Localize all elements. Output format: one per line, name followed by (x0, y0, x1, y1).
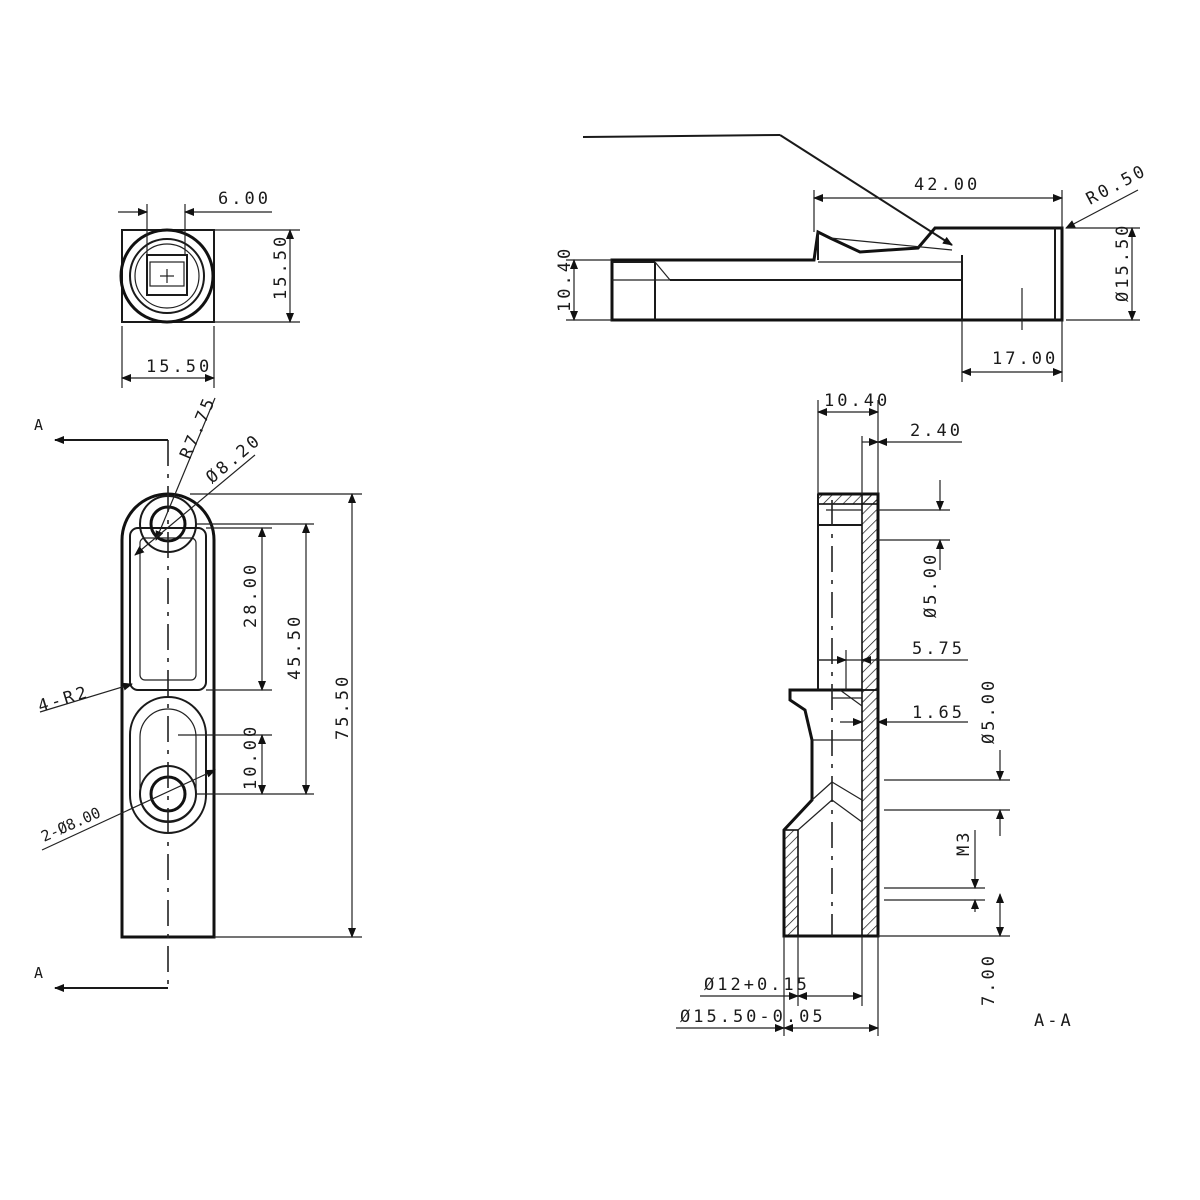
dim-bottom: 7.00 (979, 953, 999, 1006)
section-title: A-A (1034, 1011, 1074, 1031)
dim-diameter: Ø15.50 (1113, 223, 1133, 302)
dim-height: 15.50 (271, 234, 291, 300)
section-label-bottom: A (34, 964, 43, 982)
dim-width-top: 6.00 (218, 189, 271, 209)
dim-length: 42.00 (914, 175, 980, 195)
end-view: 6.00 15.50 15.50 (118, 189, 300, 388)
dim-inner-dia: Ø12+0.15 (704, 975, 810, 995)
dim-upper-bore: Ø5.00 (921, 552, 941, 618)
dim-outer-dia: Ø15.50-0.05 (680, 1007, 826, 1027)
dim-thread: M3 (954, 830, 974, 856)
dim-wall: 2.40 (910, 421, 963, 441)
side-view: 42.00 R0.50 10.40 Ø15.50 17.00 (555, 134, 1151, 382)
dim-holes: 2-Ø8.00 (38, 803, 103, 845)
section-view: 10.40 2.40 Ø5.00 5.75 1.65 Ø5.00 M3 (676, 391, 1074, 1036)
section-label-top: A (34, 416, 43, 434)
dim-slot-length: 28.00 (241, 562, 261, 628)
dim-tip: 17.00 (992, 349, 1058, 369)
dim-height-left: 10.40 (555, 246, 575, 312)
front-view: A A R7.75 Ø8.20 4-R2 2-Ø8.00 28.00 45.50… (34, 393, 362, 992)
dim-radius: R0.50 (1083, 161, 1151, 210)
dim-center-distance: 45.50 (285, 614, 305, 680)
dim-top-width: 10.40 (824, 391, 890, 411)
dim-width-bottom: 15.50 (146, 357, 212, 377)
dim-lower-slot: 10.00 (241, 724, 261, 790)
dim-radius-top: R7.75 (176, 393, 220, 462)
dim-corner-radius: 4-R2 (36, 682, 92, 717)
dim-overall-length: 75.50 (333, 674, 353, 740)
dim-bore: Ø8.20 (202, 430, 266, 488)
dim-mid-bore: Ø5.00 (979, 678, 999, 744)
dim-step: 5.75 (912, 639, 965, 659)
dim-shoulder: 1.65 (912, 703, 965, 723)
